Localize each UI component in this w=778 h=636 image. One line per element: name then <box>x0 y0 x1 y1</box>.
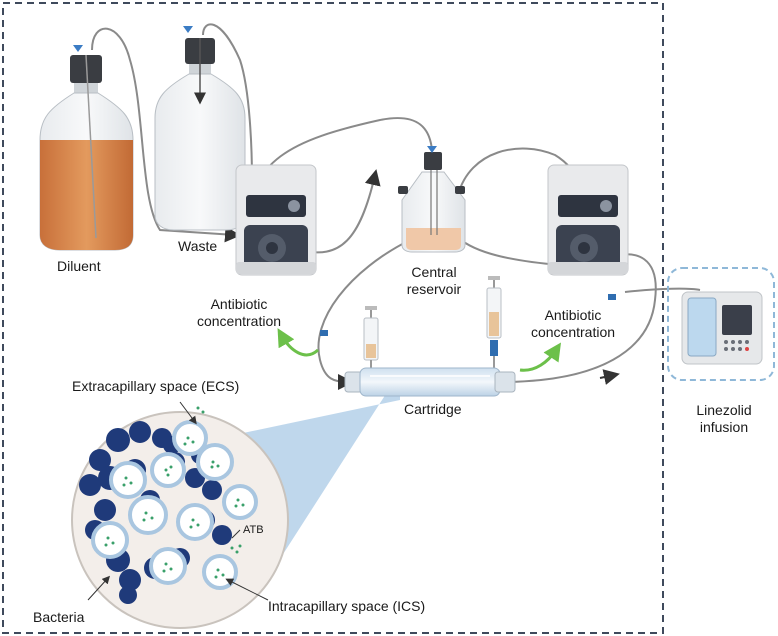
central-reservoir-label-line1: Central <box>411 264 457 280</box>
clamp-icon <box>608 294 616 300</box>
antibiotic-concentration-right-label: Antibiotic concentration <box>528 307 618 341</box>
ecs-leader <box>179 401 197 425</box>
ics-label: Intracapillary space (ICS) <box>268 598 426 614</box>
central-reservoir-label-line2: reservoir <box>406 281 462 297</box>
atb-label: ATB <box>243 524 264 536</box>
waste-label: Waste <box>178 238 218 254</box>
ics-leader <box>225 578 269 601</box>
cartridge-icon <box>344 367 516 397</box>
antibiotic-right-line2: concentration <box>530 324 616 340</box>
linezolid-line1: Linezolid <box>696 402 752 418</box>
cartridge-label: Cartridge <box>404 401 462 417</box>
central-reservoir-label: Central reservoir <box>402 264 466 298</box>
antibiotic-right-line1: Antibiotic <box>544 307 602 323</box>
antibiotic-left-line2: concentration <box>196 313 282 329</box>
infusion-pump-icon <box>681 291 763 365</box>
linezolid-infusion-label: Linezolid infusion <box>690 402 758 436</box>
syringe-icon <box>363 306 379 372</box>
peristaltic-pump-icon <box>547 164 629 276</box>
capillaries <box>91 420 258 590</box>
bacteria-leader <box>87 575 111 601</box>
diluent-bottle-icon <box>39 45 134 251</box>
flow-arrow <box>599 369 620 385</box>
magnified-view <box>71 406 289 629</box>
reservoir-flask-icon <box>398 146 466 253</box>
ecs-label: Extracapillary space (ECS) <box>72 378 240 394</box>
antibiotic-left-line1: Antibiotic <box>210 296 268 312</box>
linezolid-line2: infusion <box>699 419 749 435</box>
antibiotic-arrow-left <box>277 328 320 357</box>
syringe-icon <box>486 276 502 372</box>
waste-bottle-icon <box>154 26 246 231</box>
clamp-icon <box>320 330 328 336</box>
antibiotic-arrow-right <box>519 342 561 372</box>
peristaltic-pump-icon <box>235 164 317 276</box>
system-frame <box>2 2 664 634</box>
infusion-frame <box>667 267 775 381</box>
antibiotic-concentration-left-label: Antibiotic concentration <box>194 296 284 330</box>
diluent-label: Diluent <box>57 258 101 274</box>
antibiotic-particles <box>104 406 245 579</box>
bacteria-label: Bacteria <box>33 609 85 625</box>
atb-leader <box>231 529 241 539</box>
